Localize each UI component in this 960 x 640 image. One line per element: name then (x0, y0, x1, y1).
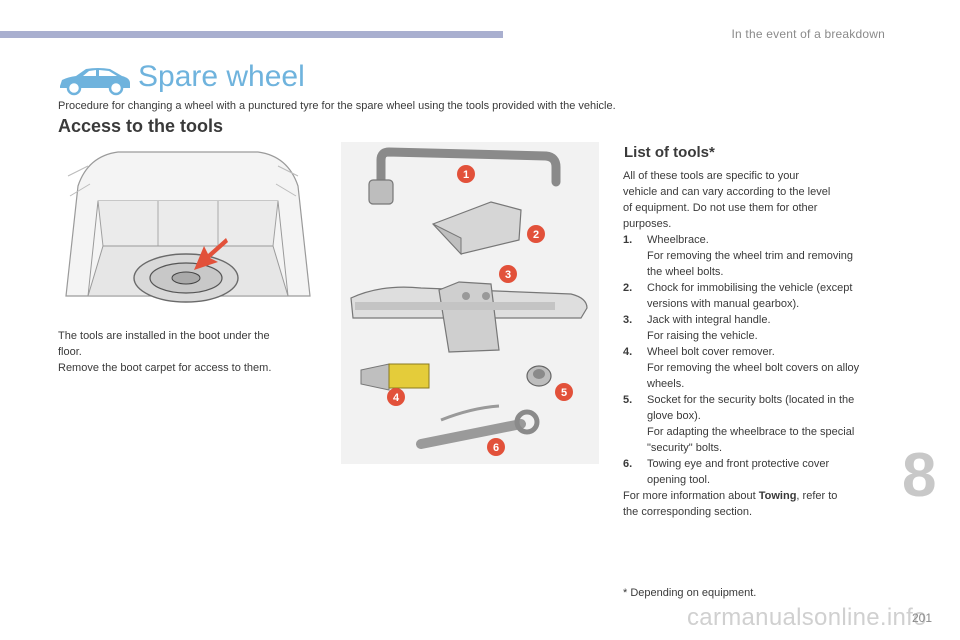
callout-4-icon (387, 388, 405, 406)
item-line: For adapting the wheelbrace to the speci… (647, 426, 855, 438)
list-intro-line: of equipment. Do not use them for other (623, 202, 818, 214)
page-title: Spare wheel (138, 60, 305, 93)
callout-2-icon (527, 225, 545, 243)
callout-label: 1 (463, 169, 469, 181)
callout-label: 6 (493, 442, 499, 454)
chapter-number: 8 (902, 441, 937, 510)
item-line: wheels. (647, 378, 685, 390)
section-heading-tools-list: List of tools* (624, 144, 715, 161)
item-line: opening tool. (647, 474, 710, 486)
callout-label: 2 (533, 229, 539, 241)
list-intro-line: All of these tools are specific to your (623, 170, 800, 182)
item-line: Wheel bolt cover remover. (647, 346, 775, 358)
item-line: Towing eye and front protective cover (647, 458, 830, 470)
car-icon (60, 68, 130, 96)
list-item: 6. Towing eye and front protective cover… (623, 456, 889, 488)
header-accent-bar (0, 31, 503, 38)
item-number: 3. (623, 314, 633, 326)
callout-label: 4 (393, 392, 400, 404)
item-line: For removing the wheel trim and removing (647, 250, 854, 262)
access-line: The tools are installed in the boot unde… (58, 330, 270, 342)
item-line: Jack with integral handle. (647, 314, 771, 326)
item-line: For raising the vehicle. (647, 330, 758, 342)
list-item: 3. Jack with integral handle. For raisin… (623, 312, 889, 344)
list-item: 5. Socket for the security bolts (locate… (623, 392, 889, 456)
more-info-post: , refer to (796, 490, 838, 502)
item-line: Wheelbrace. (647, 234, 709, 246)
callout-5-icon (555, 383, 573, 401)
list-item: 2. Chock for immobilising the vehicle (e… (623, 280, 889, 312)
item-number: 4. (623, 346, 633, 358)
item-number: 1. (623, 234, 633, 246)
access-line: Remove the boot carpet for access to the… (58, 362, 272, 374)
item-line: "security" bolts. (647, 442, 723, 454)
item-line: glove box). (647, 410, 701, 422)
boot-illustration (58, 146, 318, 322)
intro-text: Procedure for changing a wheel with a pu… (58, 100, 616, 112)
access-description: The tools are installed in the boot unde… (58, 328, 313, 376)
callout-6-icon (487, 438, 505, 456)
towing-link[interactable]: Towing (758, 490, 797, 502)
item-line: Chock for immobilising the vehicle (exce… (647, 282, 853, 294)
watermark: carmanualsonline.info (687, 604, 927, 631)
item-number: 2. (623, 282, 633, 294)
callout-3-icon (499, 265, 517, 283)
item-number: 5. (623, 394, 633, 406)
callout-label: 3 (505, 269, 511, 281)
item-line: Socket for the security bolts (located i… (647, 394, 855, 406)
item-line: For removing the wheel bolt covers on al… (647, 362, 860, 374)
tools-illustration (341, 142, 599, 464)
list-item: 1. Wheelbrace. For removing the wheel tr… (623, 232, 889, 280)
callout-label: 5 (561, 387, 567, 399)
tools-list: All of these tools are specific to your … (623, 168, 889, 520)
more-info-line2: the corresponding section. (623, 506, 753, 518)
more-info-text: For more information about Towing, refer… (623, 488, 889, 504)
chapter-name: In the event of a breakdown (731, 27, 885, 41)
item-number: 6. (623, 458, 633, 470)
list-intro-line: vehicle and can vary according to the le… (623, 186, 831, 198)
callout-layer: 1 2 3 4 5 6 (387, 165, 573, 456)
more-info-pre: For more information about (623, 490, 759, 502)
page-number: 201 (912, 611, 933, 625)
footnote: * Depending on equipment. (623, 587, 757, 599)
access-line: floor. (58, 346, 82, 358)
list-intro-line: purposes. (623, 218, 672, 230)
list-item: 4. Wheel bolt cover remover. For removin… (623, 344, 889, 392)
item-line: the wheel bolts. (647, 266, 724, 278)
callout-1-icon (457, 165, 475, 183)
item-line: versions with manual gearbox). (647, 298, 800, 310)
section-heading-access: Access to the tools (58, 116, 224, 136)
